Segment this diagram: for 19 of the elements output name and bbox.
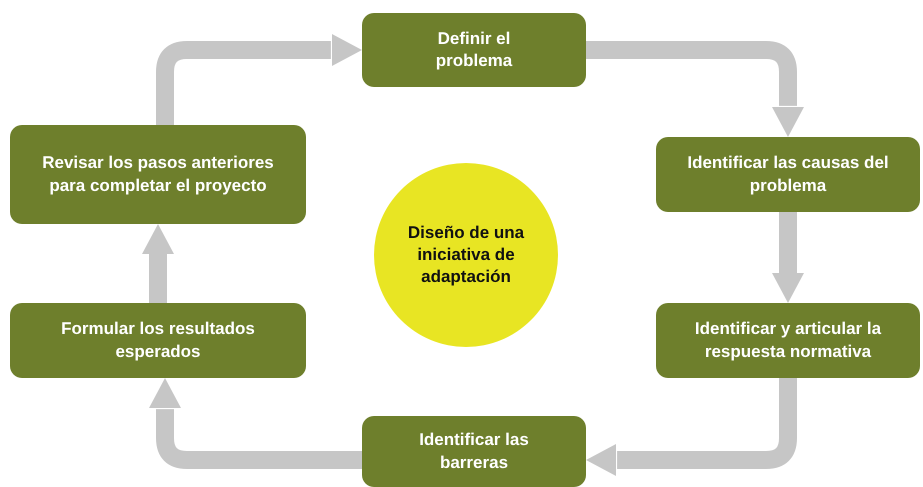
step-label: Identificar las causas del problema (686, 152, 890, 196)
arrow (142, 224, 174, 303)
step-box (362, 416, 586, 487)
arrow (586, 41, 804, 137)
arrow (149, 378, 362, 469)
step-box (656, 137, 920, 212)
arrow (772, 212, 804, 303)
arrow (586, 378, 797, 476)
step-label: Identificar y articular la respuesta normativa (694, 318, 882, 362)
step-label: Identificar las barreras (418, 429, 530, 474)
step-box (656, 303, 920, 378)
center-title: Diseño de una iniciativa de adaptación (406, 222, 526, 288)
step-label: Definir el problema (434, 28, 514, 72)
step-box (10, 125, 306, 224)
step-box (10, 303, 306, 378)
arrow (156, 34, 362, 125)
step-box (362, 13, 586, 87)
step-label: Revisar los pasos anteriores para completar el proyecto (41, 152, 275, 196)
step-label: Formular los resultados esperados (60, 318, 256, 362)
